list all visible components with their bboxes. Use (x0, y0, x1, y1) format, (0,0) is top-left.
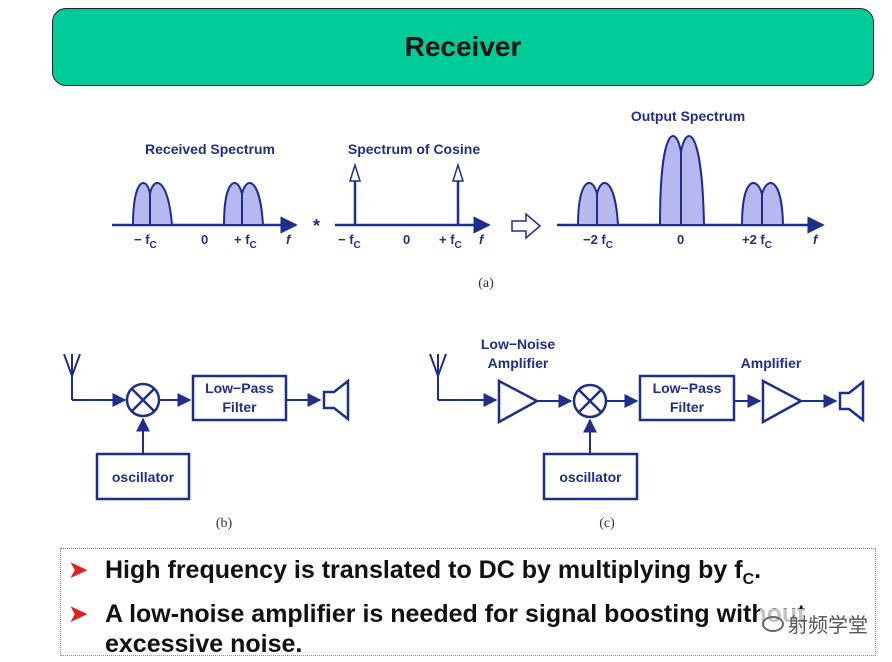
cosine-axis-f: f (479, 232, 485, 247)
lna-label1: Low−Noise (481, 336, 556, 352)
lowpass-filter-c-label1: Low−Pass (653, 380, 722, 396)
received-band-positive (222, 182, 265, 226)
received-tick-pos-fc: + fC (234, 232, 257, 251)
page-title: Receiver (404, 31, 522, 62)
convolve-symbol: * (313, 216, 320, 236)
note-item: ➤ High frequency is translated to DC by … (69, 555, 867, 595)
oscillator-b (95, 452, 191, 501)
lna-label2: Amplifier (488, 355, 549, 371)
output-tick-pos-2fc: +2 fC (742, 232, 772, 251)
received-spectrum-title: Received Spectrum (145, 141, 275, 157)
amplifier-triangle-icon (761, 378, 804, 425)
cosine-spectrum-title: Spectrum of Cosine (348, 141, 480, 157)
wechat-icon (762, 615, 784, 632)
received-tick-neg-fc: − fC (134, 232, 157, 251)
oscillator-c (542, 452, 639, 501)
received-spectrum: Received Spectrum − fC 0 + fC f (112, 141, 298, 251)
output-tick-zero: 0 (677, 232, 684, 247)
cosine-tick-pos-fc: + fC (439, 232, 462, 251)
watermark-text: 射频学堂 (788, 613, 868, 637)
receiver-c: Low−Noise Amplifier Low−Pass Filter Ampl… (429, 336, 865, 531)
mixer-icon (572, 383, 608, 419)
received-band-negative (131, 182, 174, 226)
title-banner: Receiver (52, 8, 874, 86)
mixer-icon (125, 382, 161, 418)
output-axis-f: f (813, 232, 819, 247)
oscillator-b-label: oscillator (112, 469, 175, 485)
lowpass-filter-b-label2: Filter (222, 399, 257, 415)
output-spectrum: Output Spectrum −2 fC 0 +2 fC f (557, 108, 825, 251)
antenna-icon (429, 353, 447, 400)
bullet-arrow-icon: ➤ (69, 557, 88, 582)
cosine-tick-neg-fc: − fC (338, 232, 361, 251)
caption-b: (b) (216, 516, 233, 531)
output-tick-neg-2fc: −2 fC (583, 232, 613, 251)
note-text-2: A low-noise amplifier is needed for sign… (105, 600, 806, 658)
lowpass-filter-c (638, 374, 736, 422)
caption-a: (a) (478, 276, 494, 291)
speaker-icon (322, 378, 350, 422)
lowpass-filter-c-label2: Filter (670, 399, 705, 415)
amplifier-label: Amplifier (741, 355, 802, 371)
result-arrow-icon (511, 212, 542, 240)
antenna-icon (63, 353, 81, 400)
oscillator-c-label: oscillator (559, 469, 622, 485)
receiver-b: Low−Pass Filter oscillator (b) (63, 353, 350, 531)
received-axis-f: f (286, 232, 292, 247)
caption-c: (c) (599, 516, 615, 531)
cosine-tick-zero: 0 (403, 232, 410, 247)
note-text-1: High frequency is translated to DC by mu… (105, 556, 762, 588)
speaker-icon (838, 379, 865, 423)
received-tick-zero: 0 (201, 232, 208, 247)
lowpass-filter-b-label1: Low−Pass (205, 380, 274, 396)
notes-box: ➤ High frequency is translated to DC by … (60, 548, 876, 659)
lna-triangle-icon (497, 378, 540, 425)
watermark: 射频学堂 (760, 609, 870, 638)
bullet-arrow-icon: ➤ (69, 601, 88, 626)
note-item: ➤ A low-noise amplifier is needed for si… (69, 599, 867, 659)
cosine-spectrum: Spectrum of Cosine − fC 0 + fC f (335, 141, 491, 251)
output-spectrum-title: Output Spectrum (631, 108, 745, 124)
receiver-diagram: Received Spectrum − fC 0 + fC f * Spectr… (63, 108, 865, 531)
lowpass-filter-b (191, 374, 288, 422)
